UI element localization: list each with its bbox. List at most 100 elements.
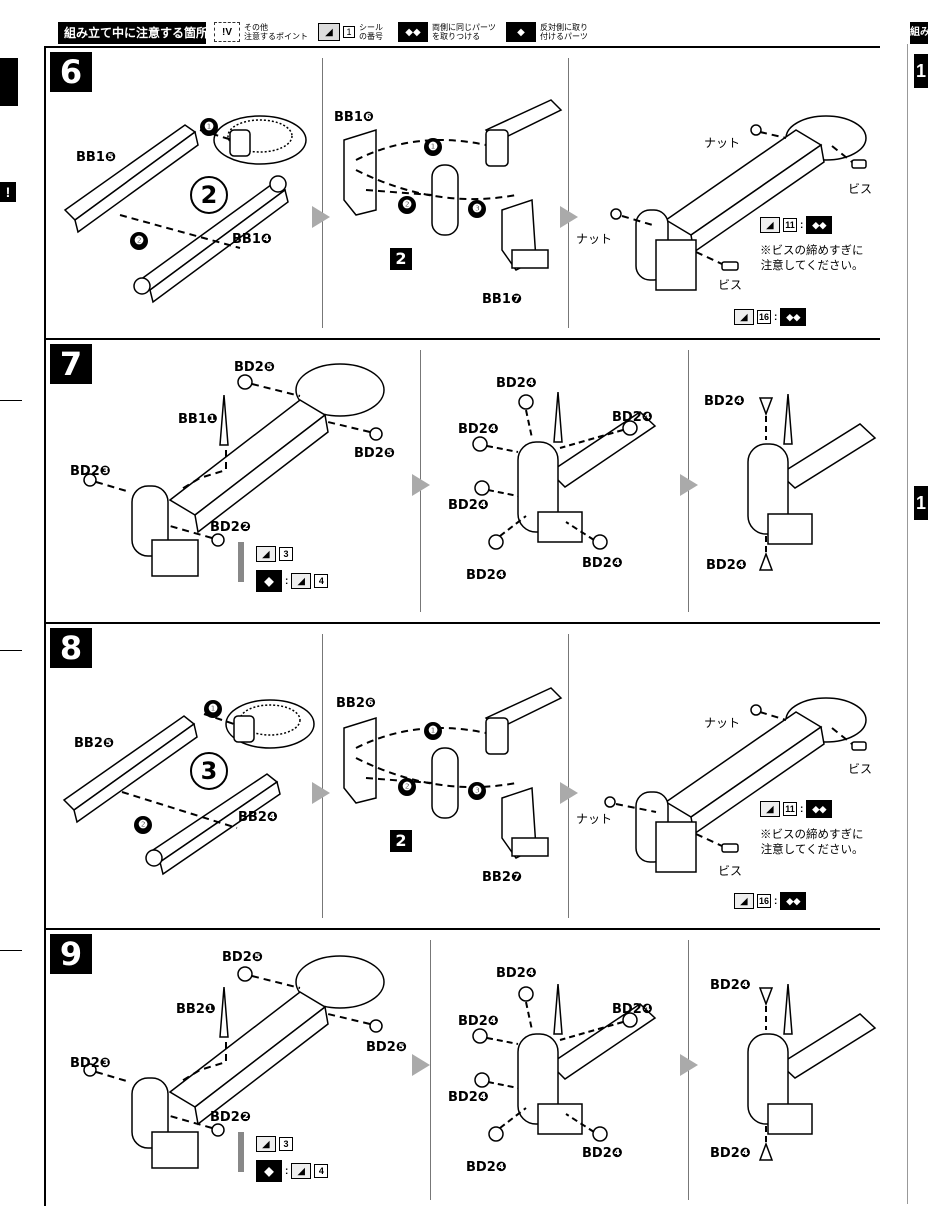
both-sides-icon: ◆◆ — [398, 22, 428, 42]
part-label: BD2❺ — [222, 950, 263, 965]
part-label: BD2❹ — [448, 1090, 489, 1105]
sticker-icon: ◢ — [291, 1163, 312, 1179]
order-marker: ❷ — [398, 196, 416, 214]
panel-divider — [322, 634, 323, 918]
part-label: BD2❸ — [70, 1056, 111, 1071]
both-sides-icon: ◆◆ — [780, 892, 807, 910]
sticker-number: 4 — [314, 1164, 329, 1178]
order-marker: ❸ — [468, 200, 486, 218]
frame-top-rule — [44, 46, 880, 48]
screw-label: ビス — [848, 182, 873, 196]
part-label: BD2❹ — [582, 556, 623, 571]
legend-label: その他 注意するポイント — [244, 23, 308, 41]
sticker-number: 4 — [314, 574, 329, 588]
caution-note: ※ビスの締めすぎに 注意してください。 — [760, 829, 864, 856]
part-label: BD2❹ — [466, 1160, 507, 1175]
colon: : — [800, 219, 804, 231]
sticker-icon: ◢ — [760, 801, 780, 817]
part-label: BD2❹ — [466, 568, 507, 583]
colon: : — [285, 575, 289, 587]
step7-panel3-illustration — [747, 393, 877, 571]
part-label: BB1❶ — [178, 412, 218, 427]
next-panel-arrow-icon — [312, 206, 330, 228]
sticker-number: 11 — [783, 218, 797, 232]
sticker-reference: ◢ 11 : ◆◆ — [760, 216, 833, 234]
page-header-title: 組み立て中に注意する箇所 — [58, 22, 208, 44]
part-label: BD2❹ — [448, 498, 489, 513]
sticker-reference: ◢ 11 : ◆◆ — [760, 800, 833, 818]
nut-label: ナット — [576, 812, 613, 826]
sticker-number: 16 — [757, 894, 771, 908]
part-label: BD2❹ — [612, 1002, 653, 1017]
next-panel-arrow-icon — [412, 474, 430, 496]
order-marker: ❷ — [130, 232, 148, 250]
legend-label: 反対側に取り 付けるパーツ — [540, 23, 588, 41]
sticker-icon: ◢ — [291, 573, 312, 589]
nut-label: ナット — [704, 716, 741, 730]
step6-panel3-illustration — [610, 115, 867, 291]
step-divider — [44, 338, 880, 340]
part-label: BB1❼ — [482, 292, 522, 307]
part-label: BD2❸ — [70, 464, 111, 479]
order-marker: ❸ — [468, 782, 486, 800]
sticker-reference: ◆ : ◢ 4 — [256, 1160, 329, 1182]
part-label: BB2❶ — [176, 1002, 216, 1017]
part-label: BD2❹ — [612, 410, 653, 425]
right-page-header-fragment: 組み — [910, 22, 928, 44]
part-label: BD2❹ — [710, 978, 751, 993]
colon: : — [800, 803, 804, 815]
nut-label: ナット — [576, 232, 613, 246]
sticker-number: 1 — [343, 26, 355, 38]
sticker-icon: ◢ — [734, 893, 754, 909]
nut-label: ナット — [704, 136, 741, 150]
step8-panel1-illustration — [62, 699, 315, 876]
next-panel-arrow-icon — [412, 1054, 430, 1076]
step-number: 8 — [50, 628, 92, 668]
legend-other-point: !V その他 注意するポイント — [214, 18, 308, 46]
step8-panel3-illustration — [604, 697, 867, 873]
opposite-side-icon: ◆ — [256, 570, 282, 592]
opposite-side-icon: ◆ — [506, 22, 536, 42]
colon: : — [285, 1165, 289, 1177]
sticker-number: 11 — [783, 802, 797, 816]
sticker-number: 3 — [279, 1137, 293, 1151]
part-label: BD2❹ — [496, 376, 537, 391]
step-number: 9 — [50, 934, 92, 974]
part-label: BB2❹ — [238, 810, 278, 825]
sub-step-circle: 3 — [190, 752, 228, 790]
step-number: 7 — [50, 344, 92, 384]
both-sides-icon: ◆◆ — [806, 800, 833, 818]
left-page-rule — [0, 950, 22, 951]
sticker-reference: ◢ 16 : ◆◆ — [734, 308, 807, 326]
next-panel-arrow-icon — [560, 782, 578, 804]
part-label: BD2❷ — [210, 1110, 251, 1125]
order-marker: ❷ — [134, 816, 152, 834]
order-marker: ❶ — [200, 118, 218, 136]
part-label: BD2❺ — [234, 360, 275, 375]
next-panel-arrow-icon — [680, 474, 698, 496]
part-label: BD2❺ — [354, 446, 395, 461]
step9-panel1-illustration — [83, 955, 385, 1172]
order-marker: ❶ — [204, 700, 222, 718]
legend-label: 両側に同じパーツ を取りつける — [432, 23, 496, 41]
left-page-warning-icon: ! — [0, 182, 16, 202]
left-page-rule — [0, 400, 22, 401]
colon: : — [774, 311, 778, 323]
sticker-reference: ◢ 3 — [256, 546, 293, 562]
part-label: BB1❺ — [76, 150, 116, 165]
part-label: BD2❹ — [706, 558, 747, 573]
step6-panel1-illustration — [63, 115, 307, 304]
step8-panel2-illustration — [343, 687, 563, 859]
sub-step-circle: 2 — [190, 176, 228, 214]
sticker-number: 16 — [757, 310, 771, 324]
part-label: BD2❹ — [582, 1146, 623, 1161]
next-panel-arrow-icon — [680, 1054, 698, 1076]
legend-sticker: ◢ 1 シール の番号 — [318, 18, 383, 46]
sticker-reference: ◢ 16 : ◆◆ — [734, 892, 807, 910]
order-marker: ❶ — [424, 138, 442, 156]
other-point-icon: !V — [214, 22, 240, 42]
sticker-icon: ◢ — [256, 1136, 276, 1152]
screw-label: ビス — [718, 278, 743, 292]
part-label: BD2❹ — [496, 966, 537, 981]
both-sides-icon: ◆◆ — [806, 216, 833, 234]
